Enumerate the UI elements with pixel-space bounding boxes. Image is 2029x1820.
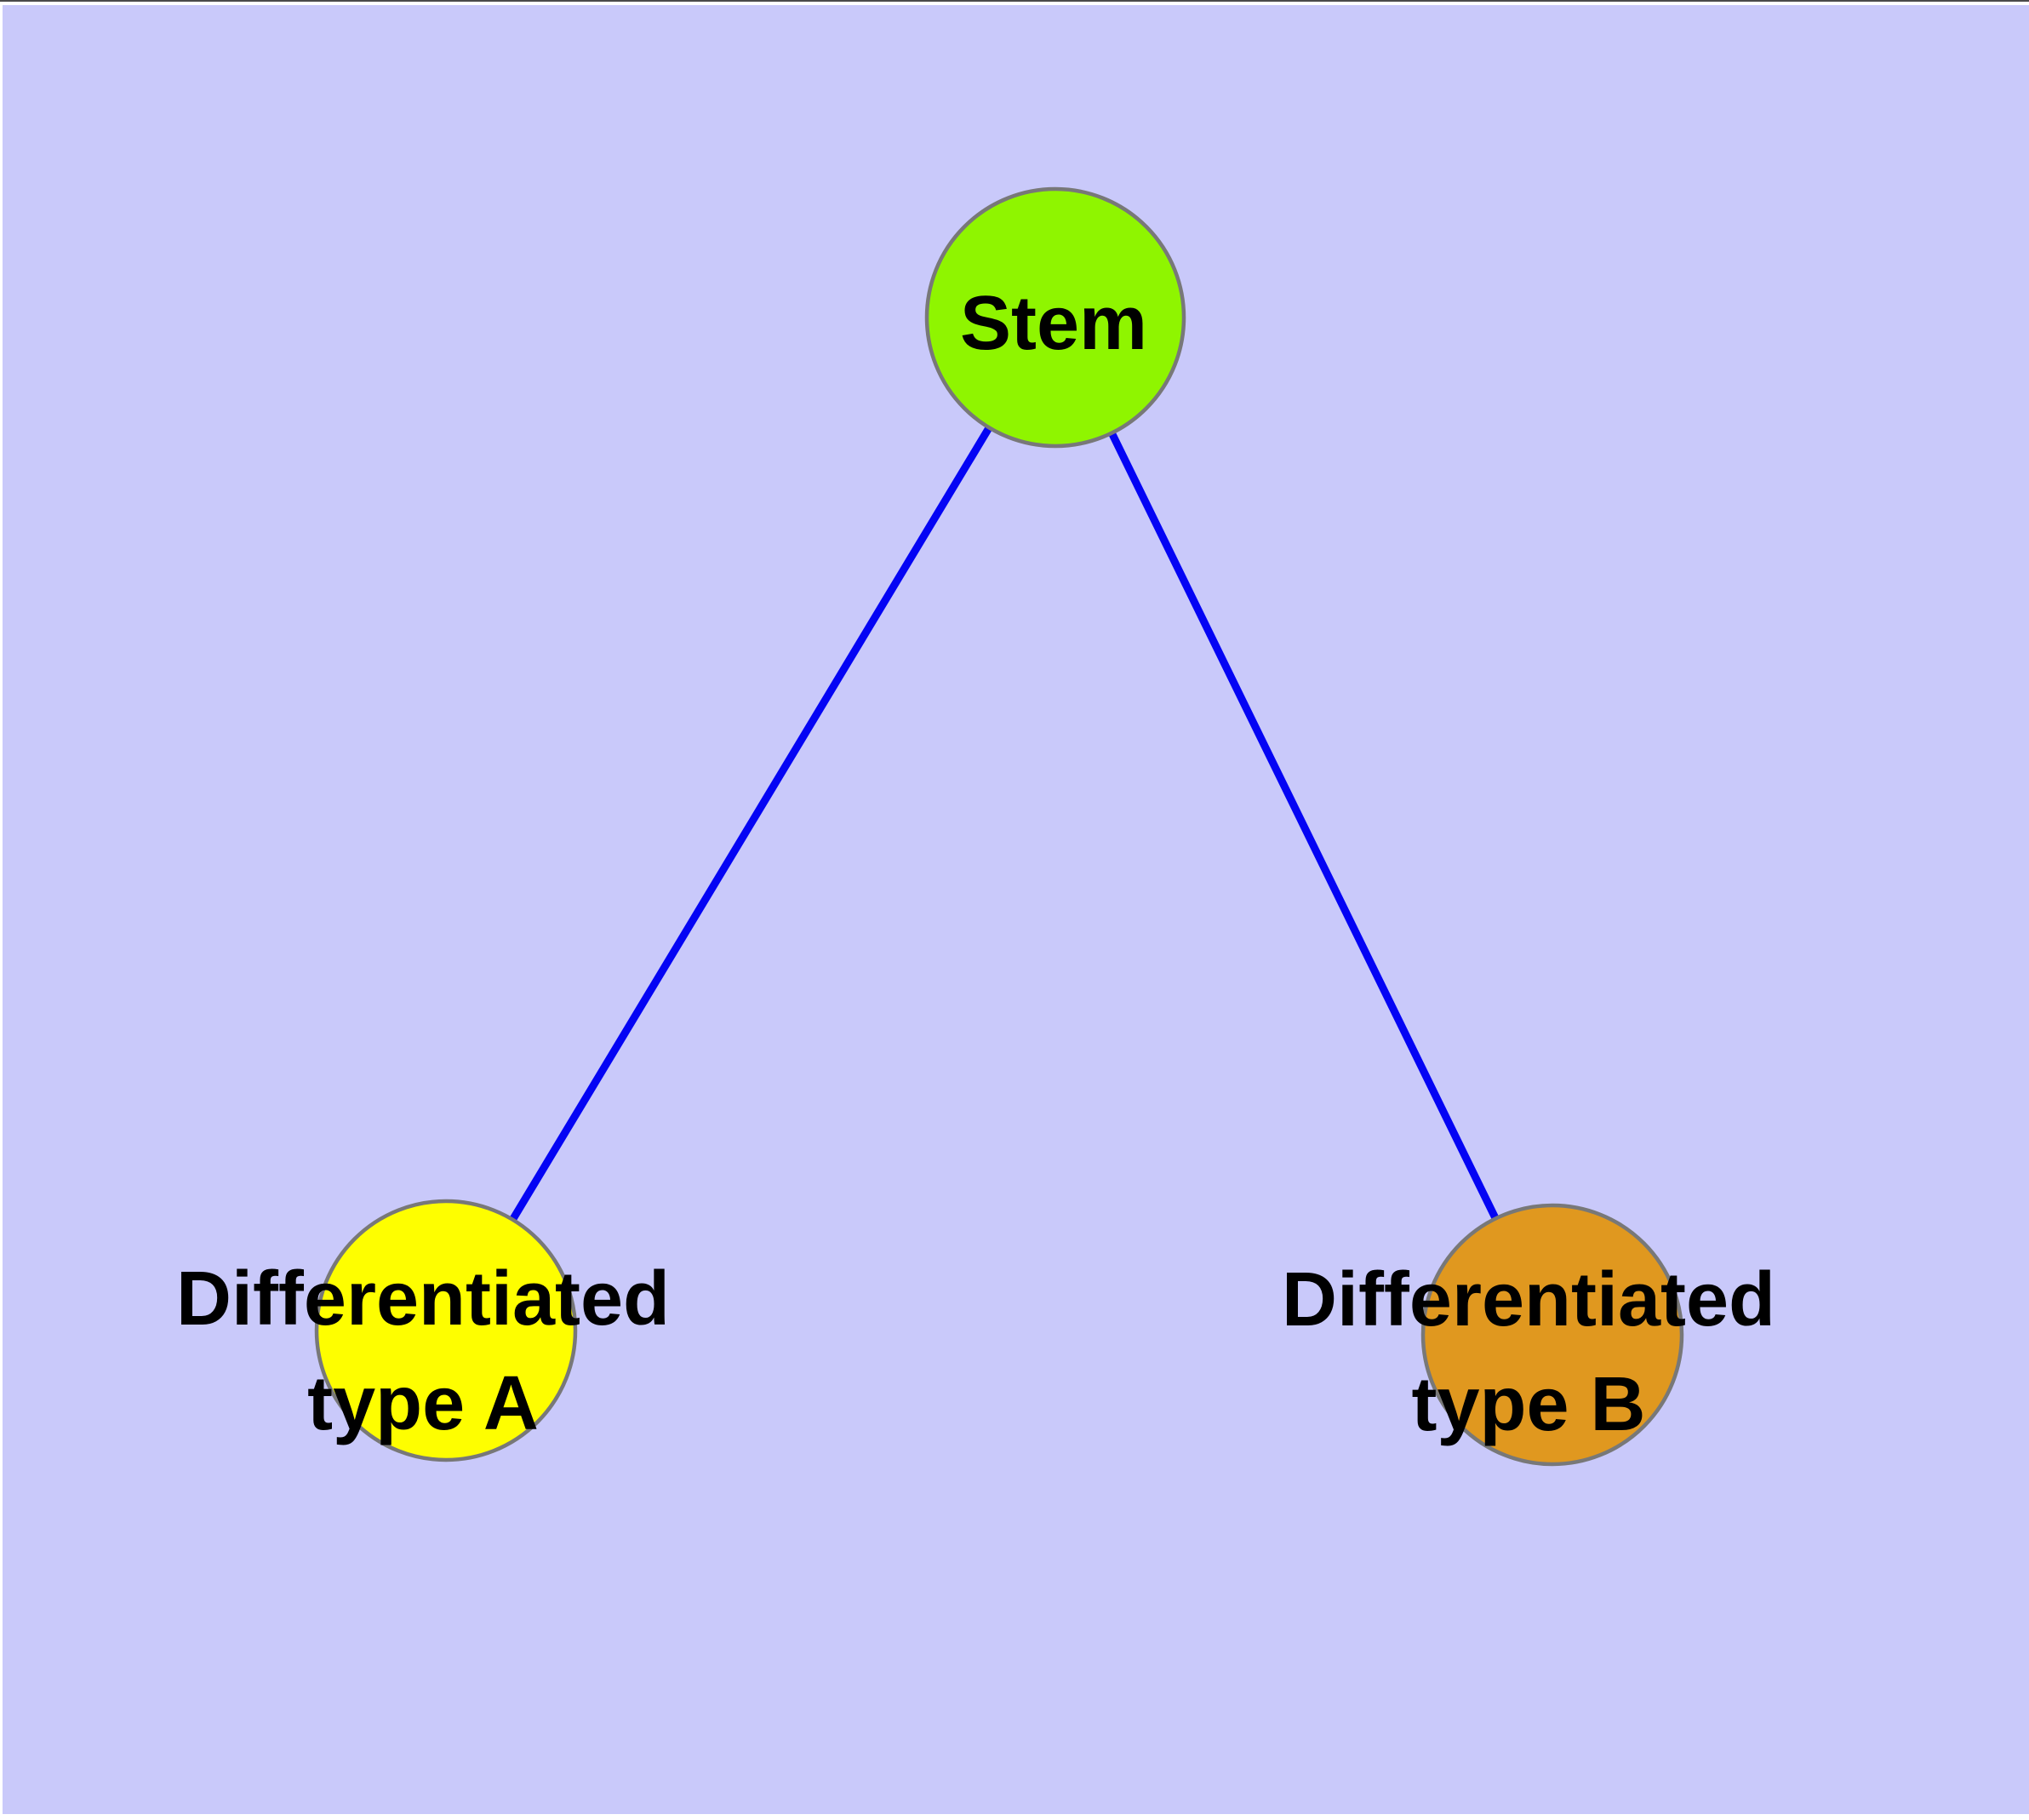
edge-stem-to-type-a: [442, 313, 1060, 1335]
node-type-a-label-line-1: Differentiated: [176, 1256, 670, 1342]
node-type-a-label-line-2: type A: [307, 1361, 539, 1446]
top-edge-line: [0, 0, 2029, 2]
node-type-b-label-line-1: Differentiated: [1282, 1257, 1775, 1342]
node-stem-label: Stem: [960, 281, 1147, 366]
node-differentiated-type-a: [314, 1199, 578, 1462]
node-stem: [924, 186, 1186, 449]
node-type-b-label-line-2: type B: [1411, 1362, 1645, 1447]
edge-stem-to-type-b: [1051, 313, 1557, 1339]
node-differentiated-type-b: [1420, 1203, 1684, 1467]
